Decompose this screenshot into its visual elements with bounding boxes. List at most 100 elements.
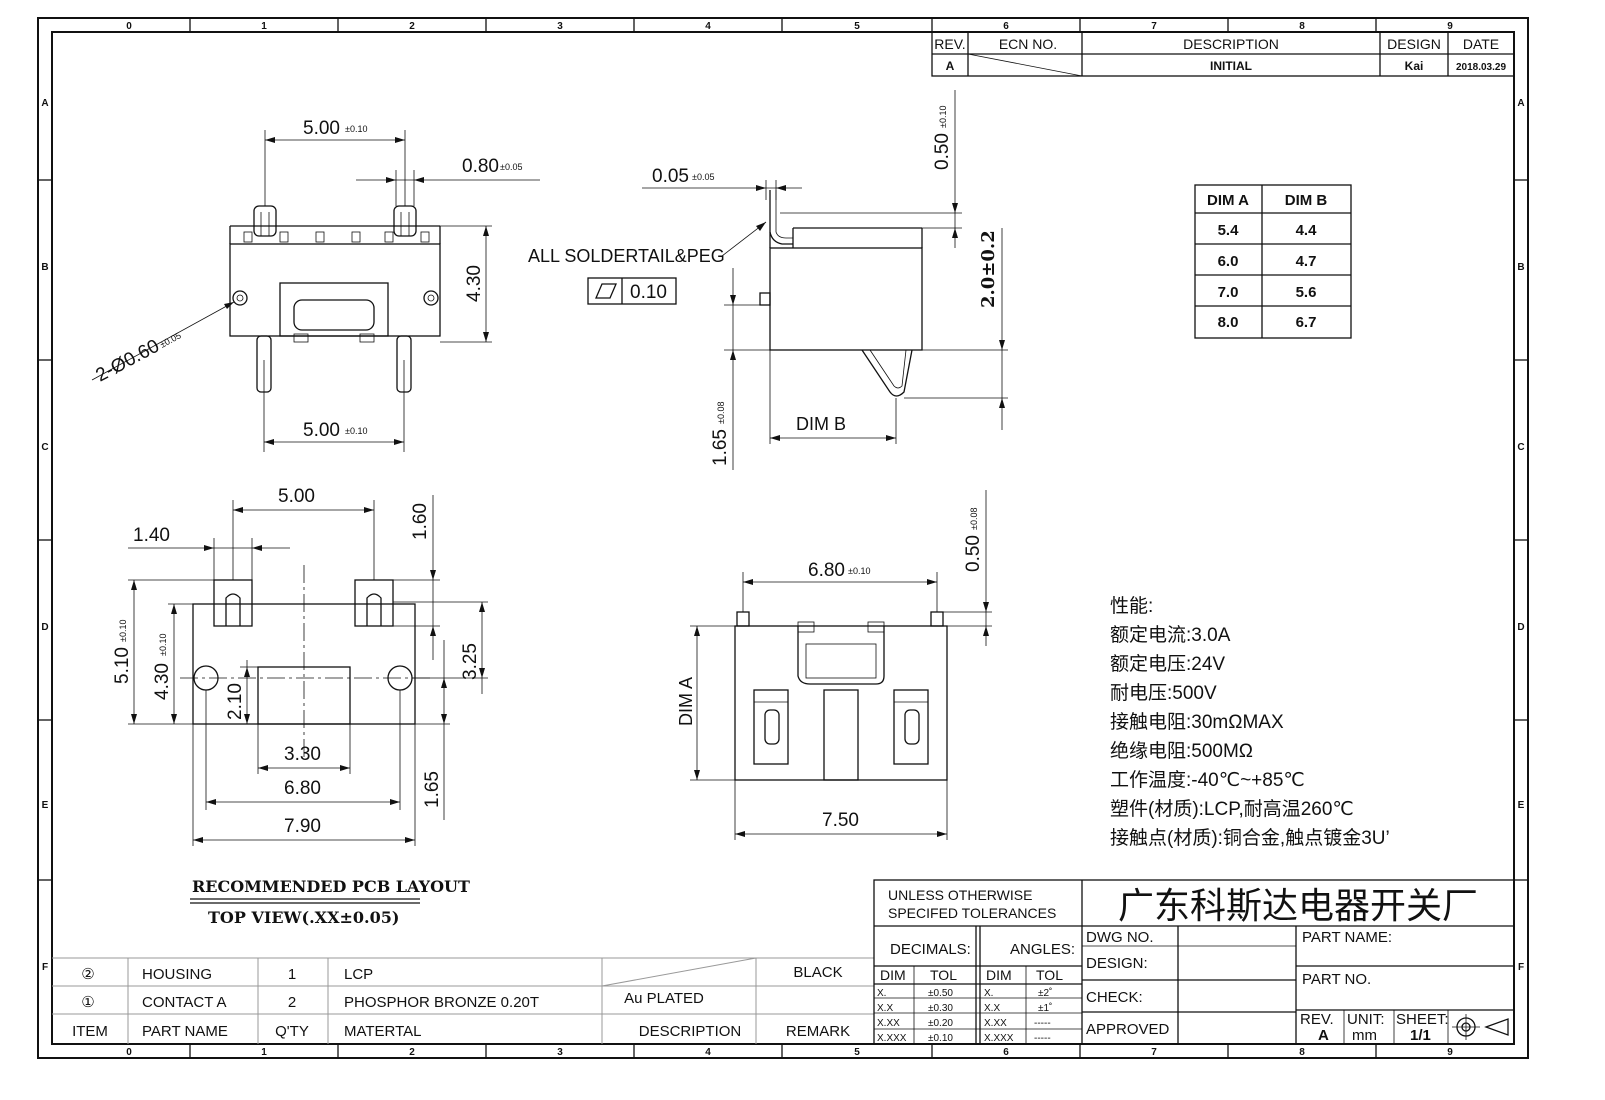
zone-col-8: 8 <box>1299 21 1305 32</box>
tol-cell: X.X <box>877 1003 893 1014</box>
design-label: DESIGN: <box>1086 955 1148 972</box>
spec-line: 工作温度:-40℃~+85℃ <box>1110 769 1305 791</box>
bom-part: CONTACT A <box>142 994 226 1011</box>
dim-pad-offset-1-65: 1.65 <box>422 771 443 808</box>
part-no-label: PART NO. <box>1302 971 1371 988</box>
dim-top-5-00: 5.00 <box>303 118 340 139</box>
rev-value-block: A <box>1318 1027 1329 1044</box>
ecn-header: ECN NO. <box>999 36 1057 52</box>
rev-header: REV. <box>934 36 965 52</box>
bom-qty: 1 <box>288 966 296 983</box>
bom-header-item: ITEM <box>72 1023 108 1040</box>
dim-top-step-0-50: 0.50 <box>932 133 953 170</box>
tol-cell: X.XXX <box>984 1033 1014 1044</box>
zone-row-e: E <box>42 800 49 811</box>
zone-col-0-bottom: 0 <box>126 1047 132 1058</box>
flatness-value: 0.10 <box>630 282 667 303</box>
dim-a-header: DIM A <box>1207 192 1249 209</box>
front-view: 6.80 ±0.10 0.50 ±0.08 DIM A 7.50 <box>676 490 992 840</box>
dim-pin-0-50: 0.50 <box>963 535 984 572</box>
spec-line: 塑件(材质):LCP,耐高温260℃ <box>1110 798 1354 820</box>
pcb-layout-title: RECOMMENDED PCB LAYOUT <box>192 877 470 896</box>
dim-holes-0-60-tol: ±0.05 <box>158 330 183 349</box>
dim-table-cell: 6.0 <box>1218 253 1239 270</box>
dim-bottom-5-00-tol: ±0.10 <box>345 426 367 436</box>
zone-col-4-bottom: 4 <box>705 1047 711 1058</box>
design-header: DESIGN <box>1387 36 1441 52</box>
dim-b-label: DIM B <box>796 414 846 434</box>
dim-holes-w-6-80: 6.80 <box>284 778 321 799</box>
dim-overall-h-5-10-tol: ±0.10 <box>118 620 128 642</box>
dim-table: DIM A DIM B 5.4 4.4 6.0 4.7 7.0 5.6 8.0 … <box>1194 184 1352 339</box>
dim-table-cell: 5.6 <box>1296 284 1317 301</box>
dim-top-step-0-50-tol: ±0.10 <box>938 106 948 128</box>
revision-block: REV. ECN NO. DESCRIPTION DESIGN DATE A I… <box>931 31 1515 77</box>
unit-label: UNIT: <box>1347 1011 1385 1028</box>
spec-line: 额定电流:3.0A <box>1110 624 1231 646</box>
zone-col-3-bottom: 3 <box>557 1047 563 1058</box>
ang-col-dim: DIM <box>986 967 1012 983</box>
design-value: Kai <box>1405 59 1424 73</box>
dim-top-5-00-tol: ±0.10 <box>345 124 367 134</box>
dim-keep-w-3-30: 3.30 <box>284 744 321 765</box>
sheet-value: 1/1 <box>1410 1027 1431 1044</box>
dim-tail-0-05: 0.05 <box>652 166 689 187</box>
zone-row-f-right: F <box>1518 962 1524 973</box>
date-header: DATE <box>1463 36 1499 52</box>
tol-cell: X.X <box>984 1003 1000 1014</box>
dim-bottom-5-00: 5.00 <box>303 420 340 441</box>
zone-col-9: 9 <box>1447 21 1453 32</box>
dim-table-cell: 5.4 <box>1218 222 1240 239</box>
part-name-label: PART NAME: <box>1302 929 1392 946</box>
tol-cell: X.XXX <box>877 1033 907 1044</box>
rev-value: A <box>946 59 955 73</box>
zone-col-4: 4 <box>705 21 711 32</box>
dim-table-cell: 4.4 <box>1296 222 1318 239</box>
tolerance-note-1: UNLESS OTHERWISE <box>888 887 1032 903</box>
zone-row-c: C <box>41 442 48 453</box>
dim-pad-h-1-60: 1.60 <box>410 503 431 540</box>
zone-row-e-right: E <box>1518 800 1525 811</box>
dim-height-4-30: 4.30 <box>464 265 485 302</box>
bom-remark: BLACK <box>793 964 842 981</box>
bom-item: ② <box>81 966 94 983</box>
zone-col-5-bottom: 5 <box>854 1047 860 1058</box>
dim-holes-0-60: 2-Ø0.60 <box>92 336 162 387</box>
dim-overall-h-5-10: 5.10 <box>112 647 133 684</box>
dim-pin-0-50-tol: ±0.08 <box>969 508 979 530</box>
dim-body-h-4-30-tol: ±0.10 <box>158 634 168 656</box>
approved-label: APPROVED <box>1086 1021 1170 1038</box>
dim-peg-0-80: 0.80 <box>462 156 499 177</box>
tol-cell: X. <box>877 988 886 999</box>
bom-part: HOUSING <box>142 966 212 983</box>
dim-pitch-5-00: 5.00 <box>278 486 315 507</box>
soldertail-note: ALL SOLDERTAIL&PEG <box>528 246 725 266</box>
zone-col-9-bottom: 9 <box>1447 1047 1453 1058</box>
zone-col-8-bottom: 8 <box>1299 1047 1305 1058</box>
bom-header-remark: REMARK <box>786 1023 850 1040</box>
description-header: DESCRIPTION <box>1183 36 1279 52</box>
bom-table: ② HOUSING 1 LCP BLACK ① CONTACT A 2 PHOS… <box>52 957 874 1044</box>
title-block: UNLESS OTHERWISE SPECIFED TOLERANCES DEC… <box>873 879 1515 1045</box>
dim-tail-0-05-tol: ±0.05 <box>692 172 714 182</box>
tol-cell: ----- <box>1034 1018 1051 1029</box>
dim-keep-h-2-10: 2.10 <box>225 683 246 720</box>
pcb-layout-subtitle: TOP VIEW(.XX±0.05) <box>208 908 399 927</box>
zone-row-a-right: A <box>1517 98 1524 109</box>
dim-peg-0-80-tol: ±0.05 <box>500 162 522 172</box>
bom-material: LCP <box>344 966 373 983</box>
bom-qty: 2 <box>288 994 296 1011</box>
zone-row-c-right: C <box>1517 442 1524 453</box>
zone-row-b-right: B <box>1517 262 1524 273</box>
ang-col-tol: TOL <box>1036 967 1063 983</box>
zone-col-0: 0 <box>126 21 132 32</box>
dim-a-label: DIM A <box>676 677 696 726</box>
dim-table-cell: 7.0 <box>1218 284 1239 301</box>
drawing-frame: 0 1 2 3 4 5 6 7 8 9 0 1 2 3 4 5 6 7 8 9 … <box>37 17 1529 1059</box>
dim-body-w-7-90: 7.90 <box>284 816 321 837</box>
dwg-no-label: DWG NO. <box>1086 929 1154 946</box>
dim-table-cell: 8.0 <box>1218 314 1239 331</box>
zone-col-7-bottom: 7 <box>1151 1047 1157 1058</box>
projection-symbol-icon <box>1452 1014 1509 1040</box>
zone-col-6: 6 <box>1003 21 1009 32</box>
